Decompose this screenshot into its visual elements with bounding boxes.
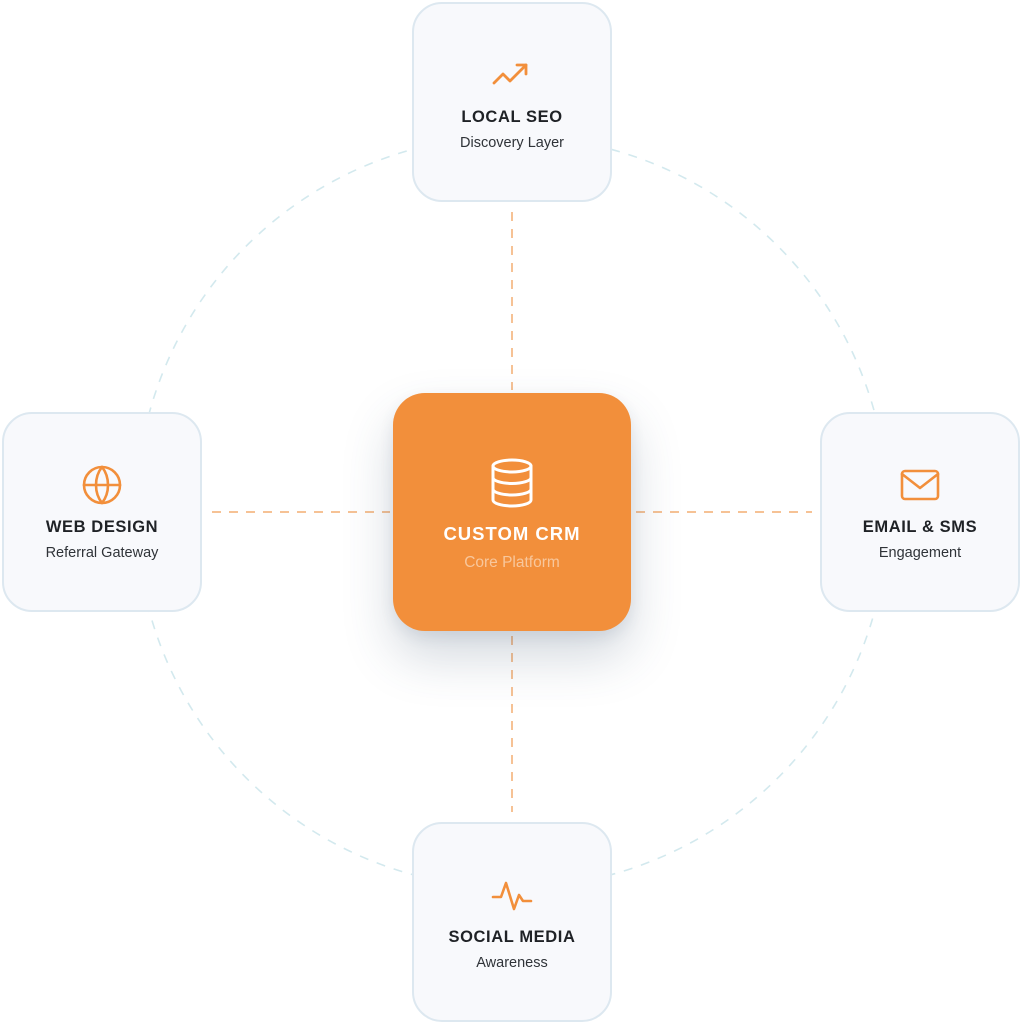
node-social-media: SOCIAL MEDIA Awareness [412,822,612,1022]
node-title: EMAIL & SMS [862,517,978,536]
node-title: SOCIAL MEDIA [448,927,576,946]
node-local-seo: LOCAL SEO Discovery Layer [412,2,612,202]
core-custom-crm: CUSTOM CRM Core Platform [393,393,631,631]
node-web-design: WEB DESIGN Referral Gateway [2,412,202,612]
node-subtitle: Discovery Layer [460,134,564,151]
trending-up-icon [490,53,534,97]
node-subtitle: Referral Gateway [45,544,159,561]
node-title: WEB DESIGN [45,517,159,536]
core-title: CUSTOM CRM [443,522,581,544]
database-icon [486,457,538,509]
activity-pulse-icon [490,873,534,917]
node-subtitle: Engagement [878,544,962,561]
mail-icon [898,463,942,507]
node-title: LOCAL SEO [461,107,563,126]
globe-icon [80,463,124,507]
core-subtitle: Core Platform [464,553,560,571]
node-subtitle: Awareness [476,954,548,971]
node-email-sms: EMAIL & SMS Engagement [820,412,1020,612]
